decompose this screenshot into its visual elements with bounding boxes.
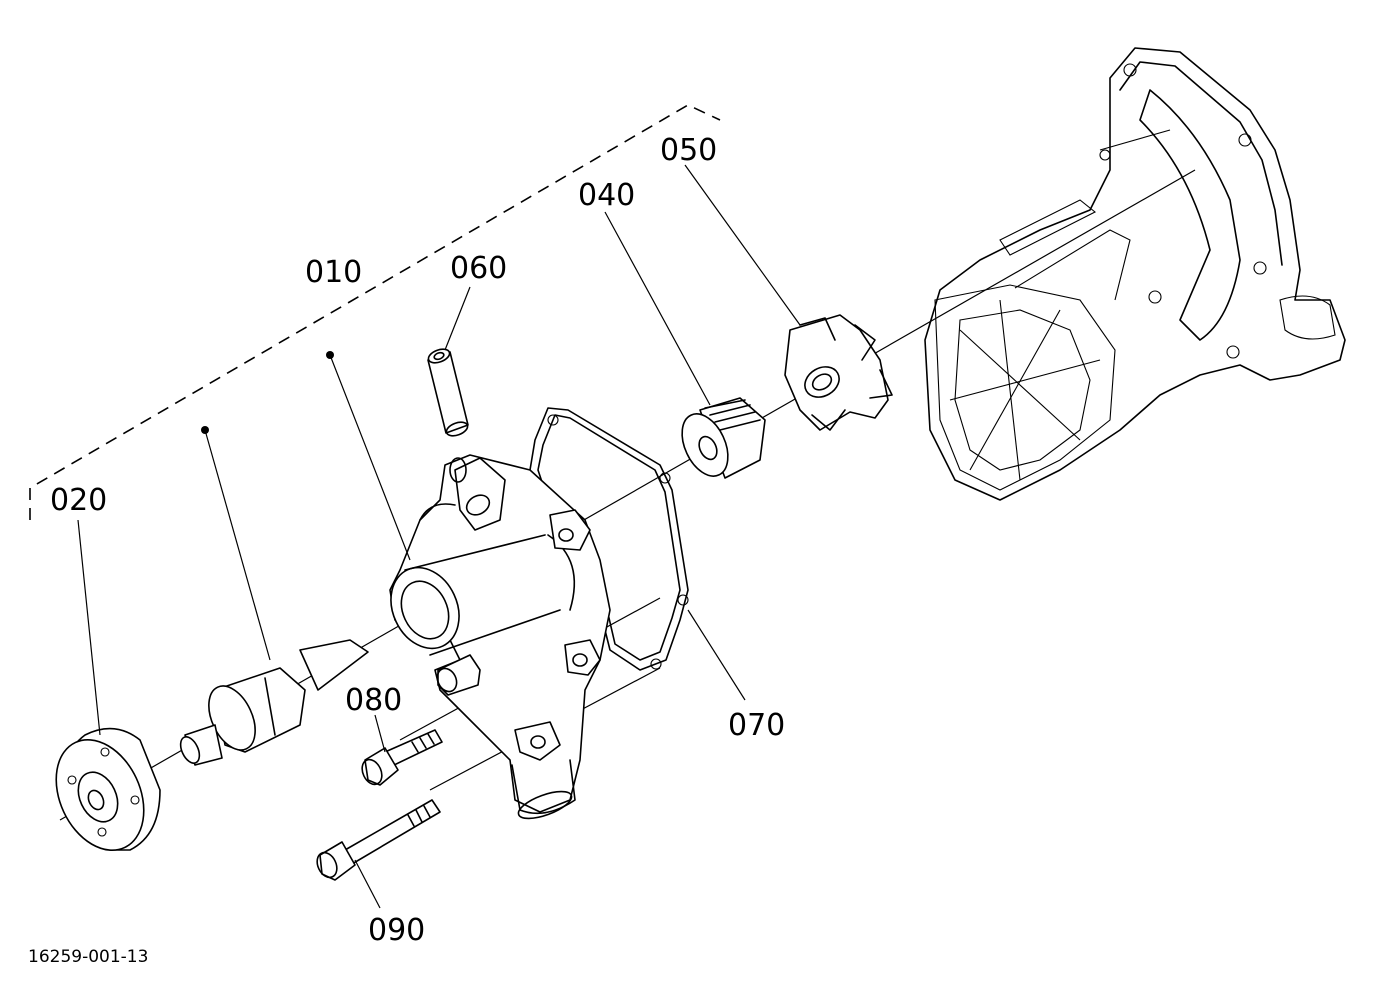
callout-080: 080 bbox=[345, 683, 402, 718]
pipe bbox=[427, 348, 469, 437]
pump-body bbox=[389, 454, 611, 820]
callout-050: 050 bbox=[660, 133, 717, 168]
callout-060: 060 bbox=[450, 251, 507, 286]
bolt-short bbox=[361, 729, 443, 786]
seal bbox=[681, 397, 766, 479]
impeller bbox=[784, 314, 893, 431]
shaft-bearing bbox=[179, 639, 369, 766]
callout-090: 090 bbox=[368, 913, 425, 948]
drawing-number: 16259-001-13 bbox=[28, 947, 148, 967]
hub bbox=[55, 727, 161, 852]
callout-070: 070 bbox=[728, 708, 785, 743]
assembly-boundary bbox=[29, 104, 721, 520]
engine-block bbox=[924, 47, 1346, 501]
callout-labels: 010 020 040 050 060 070 080 090 bbox=[50, 133, 785, 948]
callout-040: 040 bbox=[578, 178, 635, 213]
callout-010: 010 bbox=[305, 255, 362, 290]
callout-020: 020 bbox=[50, 483, 107, 518]
leader-lines bbox=[77, 164, 801, 909]
bolt-long bbox=[316, 799, 441, 881]
